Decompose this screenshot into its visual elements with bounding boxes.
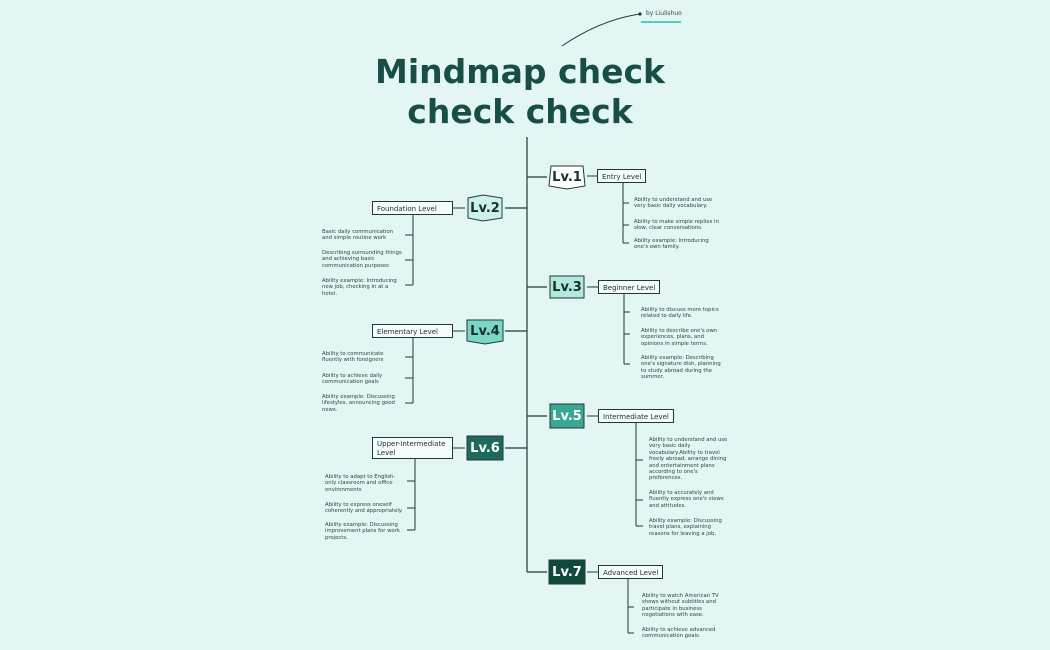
level-name-4[interactable]: Elementary Level: [372, 324, 453, 338]
level-badge-3-label: Lv.3: [552, 279, 582, 295]
level-badge-7-label: Lv.7: [552, 564, 582, 580]
note-lv4-2: Ability to achieve daily communication g…: [322, 373, 383, 386]
level-name-2[interactable]: Foundation Level: [372, 201, 453, 215]
title-line-2: check check: [407, 92, 633, 131]
note-lv4-1: Ability to communicate fluently with for…: [322, 351, 384, 364]
note-lv2-1: Basic daily communication and simple rou…: [322, 229, 394, 242]
level-name-3[interactable]: Beginner Level: [598, 280, 661, 294]
note-lv2-2: Describing surrounding things and achiev…: [322, 250, 402, 269]
level-badge-6-label: Lv.6: [470, 440, 500, 456]
level-badge-7[interactable]: Lv.7: [547, 558, 587, 586]
level-name-6[interactable]: Upper-Intermediate Level: [372, 437, 453, 459]
level-name-5[interactable]: Intermediate Level: [598, 409, 674, 423]
note-lv1-1: Ability to understand and use very basic…: [634, 197, 713, 210]
note-lv3-3: Ability example: Describing one's signat…: [641, 355, 721, 381]
level-badge-1-label: Lv.1: [552, 169, 582, 185]
note-lv5-2: Ability to accurately and fluently expre…: [649, 490, 724, 509]
note-lv6-2: Ability to express oneself coherently an…: [325, 502, 403, 515]
note-lv1-3: Ability example: Introducing one's own f…: [634, 238, 709, 251]
level-badge-4[interactable]: Lv.4: [465, 317, 505, 345]
note-lv5-1: Ability to understand and use very basic…: [649, 437, 728, 482]
mindmap-title: Mindmap check check check: [360, 52, 680, 132]
note-lv6-3: Ability example: Discussing improvement …: [325, 522, 400, 541]
note-lv6-1: Ability to adapt to English-only classro…: [325, 474, 396, 493]
note-lv7-2: Ability to achieve advanced communicatio…: [642, 627, 716, 640]
author-underline: [641, 21, 681, 23]
level-name-7[interactable]: Advanced Level: [598, 565, 664, 579]
level-badge-4-label: Lv.4: [470, 323, 500, 339]
level-badge-6[interactable]: Lv.6: [465, 434, 505, 462]
level-badge-3[interactable]: Lv.3: [547, 273, 587, 301]
author-credit: by Liulishuo: [646, 10, 682, 17]
level-badge-5-label: Lv.5: [552, 408, 582, 424]
note-lv2-3: Ability example: Introducing new job, ch…: [322, 278, 397, 297]
note-lv7-1: Ability to watch American TV shows witho…: [642, 593, 719, 619]
title-line-1: Mindmap check: [375, 52, 665, 91]
level-name-1[interactable]: Entry Level: [597, 169, 647, 183]
author-pointer-line: [561, 13, 641, 47]
level-badge-1[interactable]: Lv.1: [547, 163, 587, 191]
level-badge-2[interactable]: Lv.2: [465, 194, 505, 222]
note-lv5-3: Ability example: Discussing travel plans…: [649, 518, 722, 537]
level-badge-2-label: Lv.2: [470, 200, 500, 216]
note-lv3-2: Ability to describe one's own experience…: [641, 328, 718, 347]
note-lv3-1: Ability to discuss more topics related t…: [641, 307, 719, 320]
note-lv4-3: Ability example: Discussing lifestyles, …: [322, 394, 395, 413]
level-badge-5[interactable]: Lv.5: [547, 402, 587, 430]
note-lv1-2: Ability to make simple replies in slow, …: [634, 219, 719, 232]
